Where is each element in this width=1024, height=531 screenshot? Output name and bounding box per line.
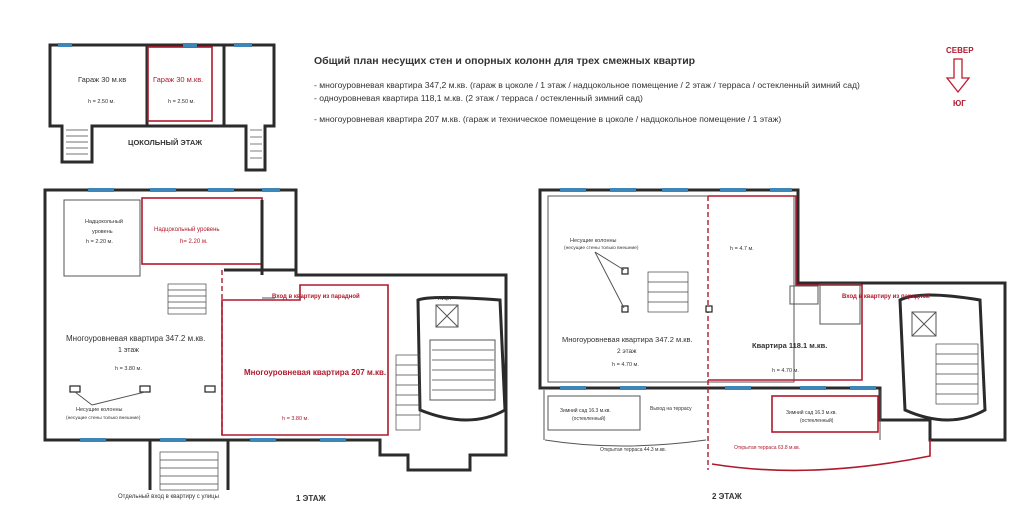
garden1-label: Зимний сад 16.3 м.кв.: [560, 407, 611, 414]
apartment-description-347: - многоуровневая квартира 347,2 м.кв. (г…: [314, 80, 860, 90]
apt118-height: h = 4.70 м.: [772, 368, 799, 374]
garage1-height: h = 2.50 м.: [88, 99, 115, 105]
terrace-exit-label: Выход на террасу: [650, 406, 692, 412]
mezz1-label: Надцокольный: [85, 218, 123, 225]
garage2-height: h = 2.50 м.: [168, 99, 195, 105]
garden2-label: Зимний сад 16.3 м.кв.: [786, 409, 837, 416]
basement-plan: Гараж 30 м.кв h = 2.50 м. Гараж 30 м.кв.…: [48, 43, 276, 172]
mezz2-height: h= 2.20 м.: [180, 239, 208, 245]
apt118-label: Квартира 118.1 м.кв.: [752, 341, 827, 350]
mezz2-label: Надцокольный уровень: [154, 226, 220, 233]
floor1-columns-label: Несущие колонны: [76, 407, 123, 413]
apt207-height: h = 3.80 м.: [282, 416, 309, 422]
garden2-note: (остекленный): [800, 417, 834, 424]
terrace2-label: Открытая терраса 63.8 м.кв.: [734, 445, 800, 451]
garden1-note: (остекленный): [572, 415, 606, 422]
plan-title: Общий план несущих стен и опорных колонн…: [314, 55, 695, 67]
apt347-floor2-level: 2 этаж: [617, 348, 637, 355]
floor2-height-right: h = 4.7 м.: [730, 246, 754, 252]
garage1-label: Гараж 30 м.кв: [78, 75, 126, 84]
apt347-floor1-label: Многоуровневая квартира 347.2 м.кв.: [66, 334, 205, 343]
floor2-plan: Несущие колонны (несущие стены только вн…: [538, 188, 1007, 501]
floor2-title: 2 ЭТАЖ: [712, 492, 743, 501]
floor2-columns-label: Несущие колонны: [570, 238, 617, 244]
floor2-entrance-label: Вход в квартиру из парадной: [842, 293, 930, 300]
street-entrance-label: Отдельный вход в квартиру с улицы: [118, 493, 219, 500]
apt347-floor1-height: h = 3.80 м.: [115, 366, 142, 372]
apt347-floor2-height: h = 4.70 м.: [612, 362, 639, 368]
apt347-floor1-level: 1 этаж: [118, 347, 139, 354]
compass-arrow-icon: [945, 58, 971, 94]
apartment-description-207: - многоуровневая квартира 207 м.кв. (гар…: [314, 114, 781, 124]
compass: СЕВЕР ЮГ: [945, 46, 974, 108]
apt347-floor2-label: Многоуровневая квартира 347.2 м.кв.: [562, 335, 693, 344]
entrance-label: Вход в квартиру из парадной: [272, 293, 360, 300]
floor1-columns-note: (несущие стены только внешние): [66, 415, 141, 421]
lift-label: Лифт: [438, 296, 452, 302]
compass-south-label: ЮГ: [953, 99, 966, 108]
mezz1-height: h = 2.20 м.: [86, 239, 113, 245]
floor1-plan: Надцокольный уровень h = 2.20 м. Надцоко…: [43, 188, 508, 503]
floor2-columns-note: (несущие стены только внешние): [564, 245, 639, 251]
compass-north-label: СЕВЕР: [946, 46, 974, 55]
garage2-label: Гараж 30 м.кв.: [153, 75, 203, 84]
floor1-title: 1 ЭТАЖ: [296, 494, 327, 503]
terrace1-label: Открытая терраса 44.3 м.кв.: [600, 447, 666, 453]
apartment-description-118: - одноуровневая квартира 118,1 м.кв. (2 …: [314, 93, 643, 103]
basement-title: ЦОКОЛЬНЫЙ ЭТАЖ: [128, 138, 202, 147]
apt207-label: Многоуровневая квартира 207 м.кв.: [244, 368, 386, 377]
mezz1-label-b: уровень: [92, 229, 113, 235]
